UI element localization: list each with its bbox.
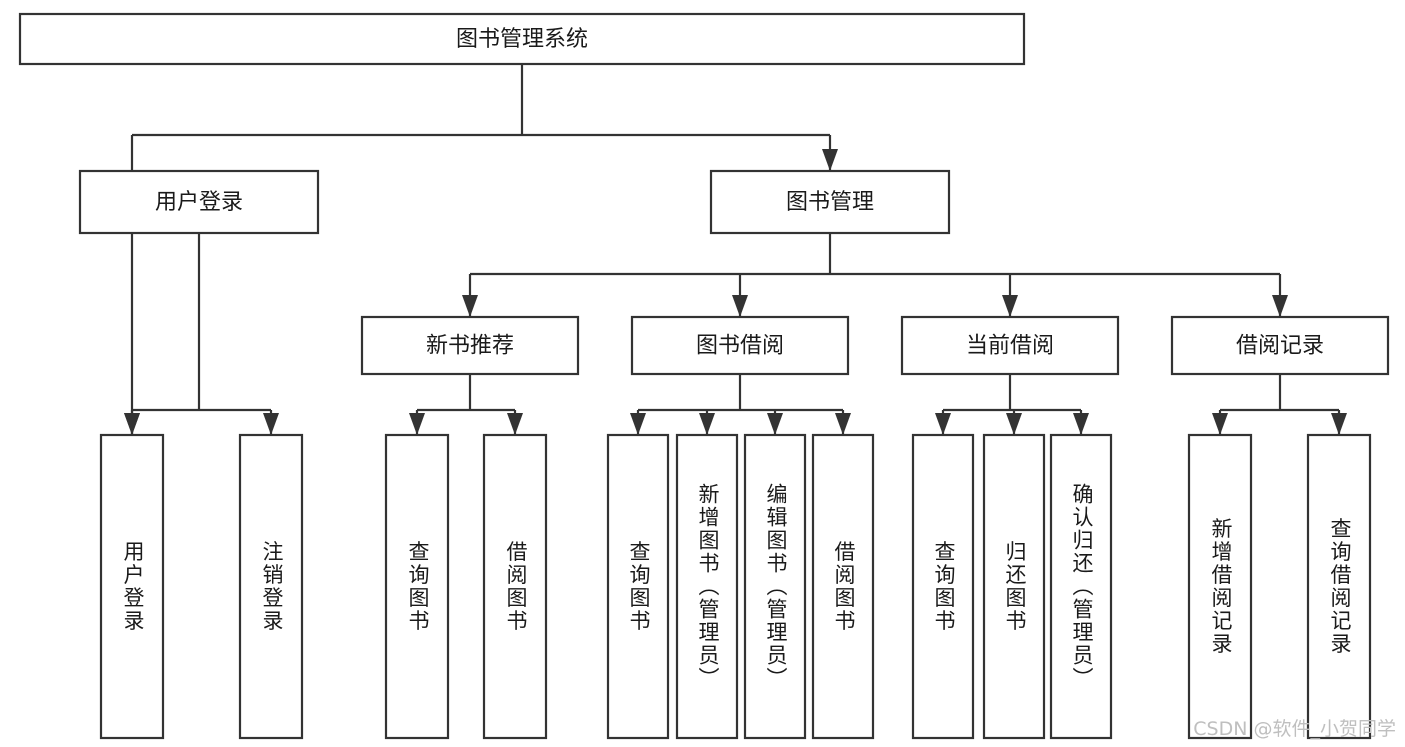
node-label: 确认归还（管理员）: [1070, 483, 1094, 690]
node-leaf_12[interactable]: 新增借阅记录: [1187, 433, 1253, 740]
node-label: 借阅图书: [504, 541, 528, 633]
node-label: 新增借阅记录: [1209, 518, 1233, 656]
node-label: 图书管理: [786, 190, 874, 215]
node-box[interactable]: [900, 315, 1120, 376]
connector-group-book_borrow: [630, 374, 851, 435]
node-book_borrow[interactable]: 图书借阅: [630, 315, 850, 376]
node-leaf_10[interactable]: 归还图书: [982, 433, 1046, 740]
node-label: 查询图书: [406, 541, 430, 633]
node-label: 用户登录: [121, 541, 145, 633]
node-box[interactable]: [384, 433, 450, 740]
node-box[interactable]: [18, 12, 1026, 66]
node-box[interactable]: [709, 169, 951, 235]
node-label: 新增图书（管理员）: [696, 483, 720, 690]
node-box[interactable]: [482, 433, 548, 740]
connector-group-current_borrow: [935, 374, 1089, 435]
node-label: 借阅图书: [832, 541, 856, 633]
node-box[interactable]: [78, 169, 320, 235]
connector-layer: [124, 64, 1347, 435]
node-box[interactable]: [911, 433, 975, 740]
connector-group-new_book_rec: [409, 374, 523, 435]
node-label: 借阅记录: [1236, 334, 1324, 359]
node-label: 归还图书: [1003, 541, 1027, 633]
node-leaf_5[interactable]: 查询图书: [606, 433, 670, 740]
node-box[interactable]: [630, 315, 850, 376]
node-book_mgmt[interactable]: 图书管理: [709, 169, 951, 235]
node-label: 查询图书: [627, 541, 651, 633]
node-leaf_7[interactable]: 编辑图书（管理员）: [743, 433, 807, 740]
node-box[interactable]: [1170, 315, 1390, 376]
node-box[interactable]: [1049, 433, 1113, 740]
node-label: 查询图书: [932, 541, 956, 633]
node-label: 查询借阅记录: [1328, 518, 1352, 656]
node-layer: 图书管理系统用户登录图书管理新书推荐图书借阅当前借阅借阅记录用户登录注销登录查询…: [18, 12, 1390, 740]
node-label: 当前借阅: [966, 334, 1054, 359]
node-label: 图书管理系统: [456, 27, 588, 52]
node-box[interactable]: [99, 433, 165, 740]
node-box[interactable]: [982, 433, 1046, 740]
node-current_borrow[interactable]: 当前借阅: [900, 315, 1120, 376]
node-label: 新书推荐: [426, 334, 514, 359]
node-label: 用户登录: [155, 190, 243, 215]
connector-group-borrow_record: [1212, 374, 1347, 435]
node-user_login[interactable]: 用户登录: [78, 169, 320, 235]
node-box[interactable]: [675, 433, 739, 740]
node-label: 图书借阅: [696, 334, 784, 359]
node-borrow_record[interactable]: 借阅记录: [1170, 315, 1390, 376]
node-leaf_4[interactable]: 借阅图书: [482, 433, 548, 740]
node-leaf_3[interactable]: 查询图书: [384, 433, 450, 740]
node-leaf_11[interactable]: 确认归还（管理员）: [1049, 433, 1113, 740]
connector-group-book_mgmt: [462, 233, 1288, 317]
node-new_book_rec[interactable]: 新书推荐: [360, 315, 580, 376]
node-root[interactable]: 图书管理系统: [18, 12, 1026, 66]
node-leaf_9[interactable]: 查询图书: [911, 433, 975, 740]
node-box[interactable]: [1187, 433, 1253, 740]
node-leaf_6[interactable]: 新增图书（管理员）: [675, 433, 739, 740]
node-box[interactable]: [743, 433, 807, 740]
node-label: 编辑图书（管理员）: [764, 483, 788, 690]
node-box[interactable]: [238, 433, 304, 740]
connector-group-root: [124, 64, 838, 435]
node-label: 注销登录: [260, 541, 284, 633]
node-box[interactable]: [360, 315, 580, 376]
node-leaf_1[interactable]: 用户登录: [99, 433, 165, 740]
node-box[interactable]: [606, 433, 670, 740]
node-box[interactable]: [811, 433, 875, 740]
node-leaf_2[interactable]: 注销登录: [238, 433, 304, 740]
node-leaf_13[interactable]: 查询借阅记录: [1306, 433, 1372, 740]
connector-group-user_login: [124, 233, 279, 435]
node-leaf_8[interactable]: 借阅图书: [811, 433, 875, 740]
watermark-label: CSDN @软件_小贺同学: [1193, 718, 1396, 740]
node-box[interactable]: [1306, 433, 1372, 740]
